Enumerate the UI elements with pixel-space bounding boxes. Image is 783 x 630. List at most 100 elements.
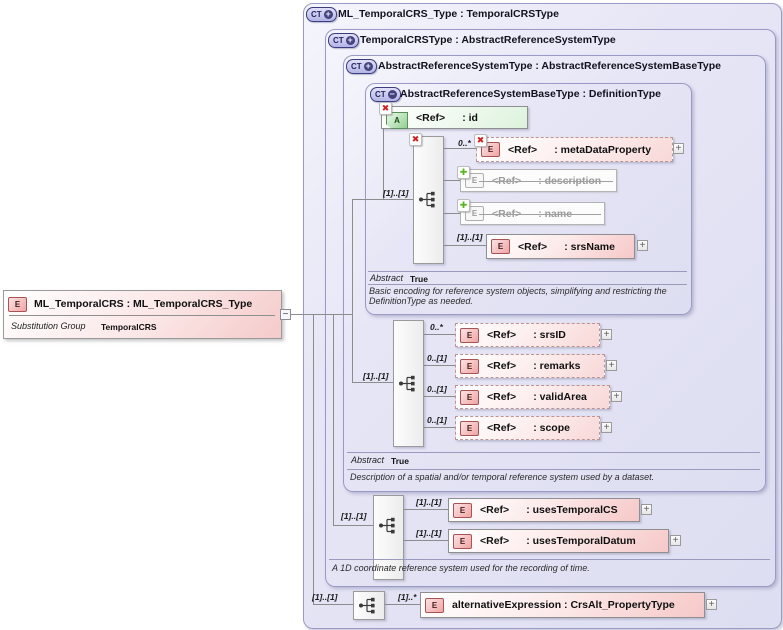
connector-line xyxy=(422,365,455,366)
connector-line xyxy=(442,180,460,181)
element-name: : srsName xyxy=(564,240,615,253)
cardinality-label: 0..* xyxy=(430,322,443,332)
element-name: : validArea xyxy=(533,391,587,403)
connector-line xyxy=(442,148,476,149)
type-title-ml-temporalcrs-type: ML_TemporalCRS_Type : TemporalCRSType xyxy=(338,8,559,20)
divider xyxy=(368,271,687,272)
element-usestemporalcs[interactable]: E <Ref> : usesTemporalCS xyxy=(448,498,640,522)
element-icon: E xyxy=(8,296,27,312)
divider xyxy=(329,559,770,560)
attribute-icon: A xyxy=(386,112,408,129)
element-name: : metaDataProperty xyxy=(554,143,652,156)
element-name: : remarks xyxy=(533,360,581,372)
expand-button[interactable]: + xyxy=(601,329,612,340)
sequence-icon xyxy=(359,597,375,614)
connector-line xyxy=(422,334,455,335)
collapse-button[interactable]: − xyxy=(280,309,291,320)
element-scope[interactable]: E <Ref> : scope xyxy=(455,416,600,440)
sequence-compositor[interactable] xyxy=(393,320,424,447)
annotation-text: A 1D coordinate reference system used fo… xyxy=(332,563,590,573)
element-name: alternativeExpression : CrsAlt_PropertyT… xyxy=(452,599,675,611)
attribute-id[interactable]: A <Ref> : id xyxy=(381,106,528,129)
abstract-label: Abstract xyxy=(370,273,404,283)
expand-button[interactable]: + xyxy=(611,391,622,402)
element-icon: E xyxy=(460,327,479,343)
complex-type-badge[interactable]: CT+ xyxy=(306,7,337,22)
element-name: : usesTemporalCS xyxy=(526,504,618,516)
expand-button[interactable]: + xyxy=(641,504,652,515)
attribute-ref: <Ref> xyxy=(416,111,446,124)
element-srsid[interactable]: E <Ref> : srsID xyxy=(455,323,600,347)
element-alternativeexpression[interactable]: E alternativeExpression : CrsAlt_Propert… xyxy=(420,592,705,618)
element-icon: E xyxy=(460,358,479,374)
complex-type-badge[interactable]: CT− xyxy=(370,87,401,102)
type-title-abstract-reference-system-base-type: AbstractReferenceSystemBaseType : Defini… xyxy=(400,88,662,100)
expand-circle-icon: + xyxy=(345,35,355,45)
expand-button[interactable]: + xyxy=(606,360,617,371)
element-name: : usesTemporalDatum xyxy=(526,535,636,547)
connector-line xyxy=(313,604,353,605)
type-title-temporalcrs-type: TemporalCRSType : AbstractReferenceSyste… xyxy=(360,34,616,46)
expand-button[interactable]: + xyxy=(670,535,681,546)
removed-badge-icon: ✖ xyxy=(379,102,392,115)
connector-line xyxy=(442,245,486,246)
connector-line xyxy=(402,540,448,541)
cardinality-label: [1]..[1] xyxy=(457,232,483,242)
expand-button[interactable]: + xyxy=(601,422,612,433)
element-title-row: E ML_TemporalCRS : ML_TemporalCRS_Type xyxy=(4,293,281,315)
element-ref: <Ref> xyxy=(487,360,517,372)
global-element-ml-temporalcrs[interactable]: E ML_TemporalCRS : ML_TemporalCRS_Type S… xyxy=(3,290,282,339)
divider xyxy=(368,284,687,285)
element-name: : name xyxy=(538,207,573,220)
element-srsname[interactable]: E <Ref> : srsName xyxy=(486,234,635,259)
divider xyxy=(347,452,760,453)
sequence-compositor[interactable] xyxy=(373,495,404,580)
element-validarea[interactable]: E <Ref> : validArea xyxy=(455,385,610,409)
element-metadataproperty[interactable]: E <Ref> : metaDataProperty xyxy=(476,137,673,162)
added-badge-icon: ✚ xyxy=(457,199,470,212)
cardinality-label: [1]..[1] xyxy=(416,528,442,538)
connector-line xyxy=(383,604,420,605)
connector-line xyxy=(352,382,393,383)
element-ref: <Ref> xyxy=(480,504,510,516)
element-icon: E xyxy=(453,502,472,518)
sequence-icon xyxy=(419,191,435,208)
connector-line xyxy=(442,213,460,214)
expand-button[interactable]: + xyxy=(706,599,717,610)
removed-badge-icon: ✖ xyxy=(409,133,422,146)
connector-line xyxy=(383,126,384,199)
attribute-name: : id xyxy=(462,111,478,124)
divider xyxy=(347,469,760,470)
element-ref: <Ref> xyxy=(487,422,517,434)
abstract-value: True xyxy=(391,455,409,466)
element-ref: <Ref> xyxy=(487,329,517,341)
collapse-circle-icon: − xyxy=(387,89,397,99)
complex-type-badge[interactable]: CT+ xyxy=(328,33,359,48)
element-name: : scope xyxy=(533,422,570,434)
element-title: ML_TemporalCRS : ML_TemporalCRS_Type xyxy=(34,298,253,310)
sequence-compositor[interactable] xyxy=(353,591,385,620)
connector-line xyxy=(422,396,455,397)
cardinality-label: 0..[1] xyxy=(427,384,447,394)
cardinality-label: [1]..[1] xyxy=(363,371,389,381)
complex-type-badge[interactable]: CT+ xyxy=(346,59,377,74)
expand-button[interactable]: + xyxy=(673,143,684,154)
element-name: : srsID xyxy=(533,329,566,341)
element-name[interactable]: E <Ref> : name xyxy=(460,202,605,225)
connector-line xyxy=(313,314,314,604)
connector-line xyxy=(352,199,353,314)
element-icon: E xyxy=(425,597,444,613)
sequence-compositor[interactable] xyxy=(413,136,444,264)
expand-button[interactable]: + xyxy=(637,240,648,251)
ct-label: CT xyxy=(333,35,344,45)
cardinality-label: 0..[1] xyxy=(427,353,447,363)
ct-label: CT xyxy=(375,89,386,99)
element-icon: E xyxy=(453,533,472,549)
element-description[interactable]: E <Ref> : description xyxy=(460,169,617,192)
element-remarks[interactable]: E <Ref> : remarks xyxy=(455,354,605,378)
element-usestemporaldatum[interactable]: E <Ref> : usesTemporalDatum xyxy=(448,529,669,553)
abstract-label: Abstract xyxy=(351,455,385,465)
element-ref: <Ref> xyxy=(480,535,510,547)
element-icon: E xyxy=(460,389,479,405)
